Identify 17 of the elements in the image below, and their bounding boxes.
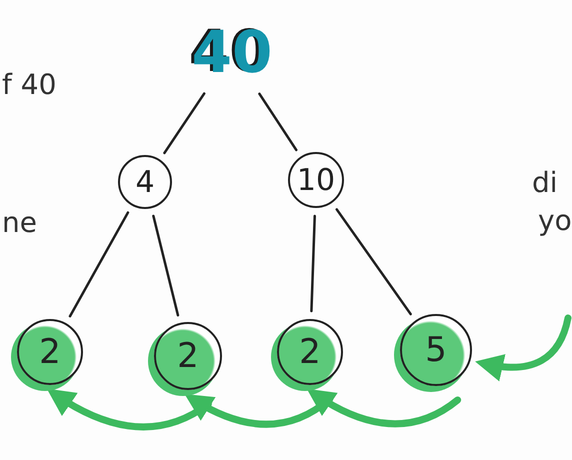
note-text: di: [532, 166, 558, 199]
arrow: [306, 389, 462, 428]
branch-line: [336, 208, 412, 316]
note-text: f 40: [2, 68, 56, 101]
branch-line: [258, 92, 298, 152]
arrow: [184, 394, 334, 428]
branch-line: [310, 214, 316, 312]
branch-line: [152, 214, 180, 316]
factor-circle: 4: [118, 155, 172, 209]
note-text: ne: [2, 206, 37, 239]
branch-line: [163, 92, 206, 154]
factor-circle: 10: [288, 152, 344, 208]
arrow: [46, 388, 212, 430]
root-number: 40: [190, 10, 274, 94]
branch-line: [68, 211, 130, 318]
note-text: yo: [538, 204, 572, 237]
arrow: [475, 314, 572, 381]
